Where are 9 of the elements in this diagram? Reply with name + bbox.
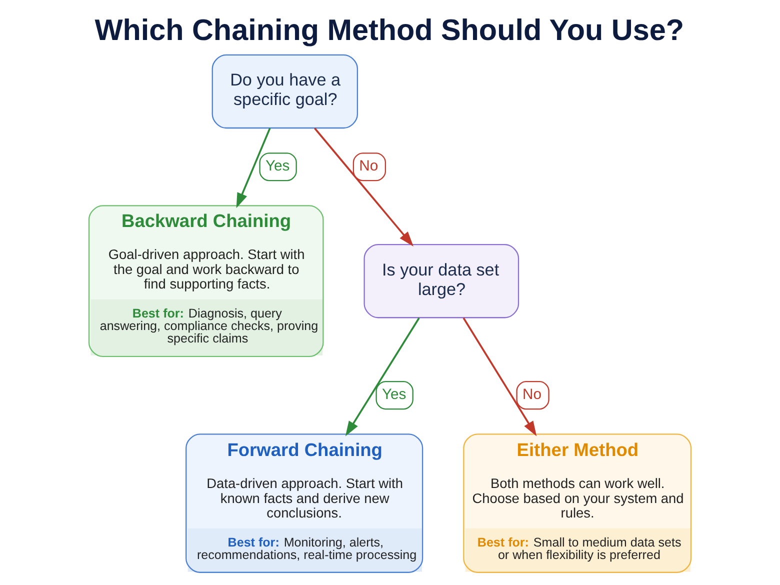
edge-label: Yes (265, 158, 290, 175)
edge-label: No (522, 387, 542, 404)
arrow (462, 318, 537, 436)
arrow (236, 128, 271, 208)
diagram-title: Which Chaining Method Should You Use? (94, 14, 684, 47)
edge-label: No (359, 158, 378, 175)
arrow (345, 318, 420, 436)
edge-label: Yes (382, 387, 406, 404)
arrow (314, 128, 414, 247)
